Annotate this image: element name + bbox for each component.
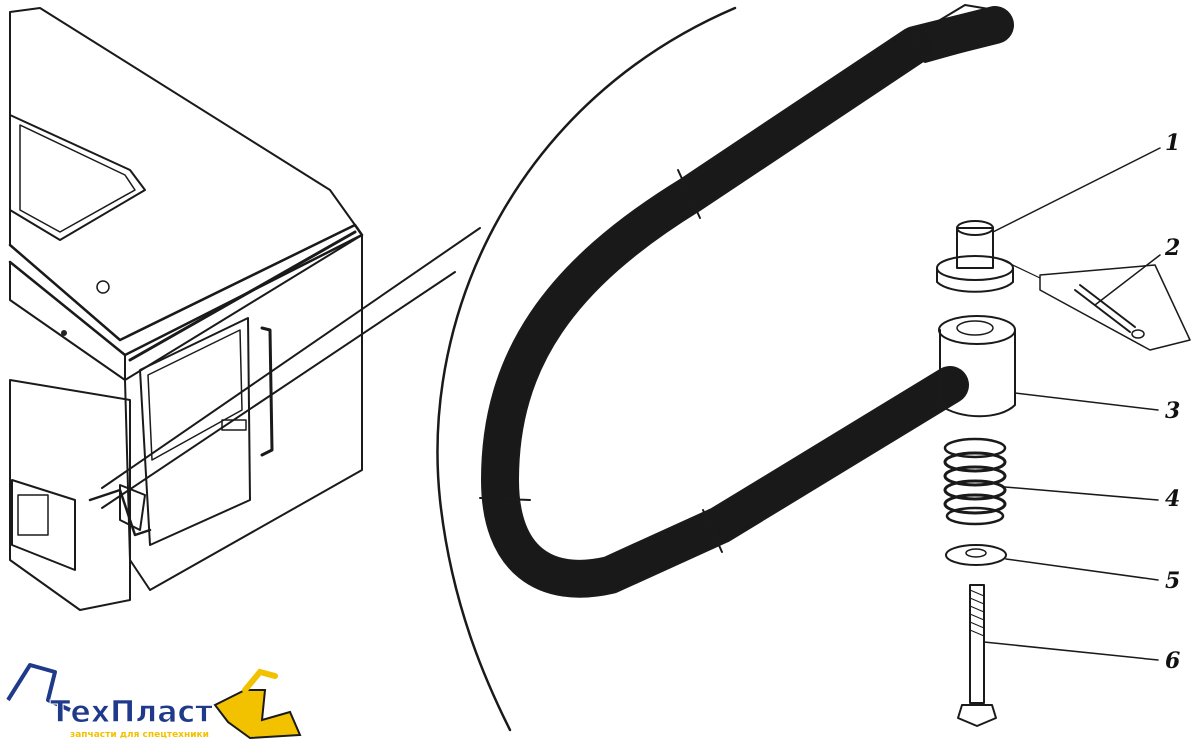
tractor-cab-drawing xyxy=(8,7,364,611)
part-threaded-bushing xyxy=(936,220,1014,293)
detail-leader-lines xyxy=(101,227,481,509)
brand-logo: ТехПласт запчасти для спецтехники xyxy=(6,663,302,740)
callout-5: 5 xyxy=(1165,568,1180,594)
callout-6: 6 xyxy=(1165,648,1180,674)
part-spring xyxy=(943,437,1007,526)
detail-view-circle xyxy=(436,6,737,732)
excavator-arm-icon xyxy=(6,663,71,712)
callout-1: 1 xyxy=(1165,130,1180,156)
part-washer xyxy=(945,544,1007,566)
callout-leaders xyxy=(983,147,1161,661)
brand-tagline: запчасти для спецтехники xyxy=(70,730,209,740)
callout-3: 3 xyxy=(1165,398,1180,424)
callout-4: 4 xyxy=(1165,486,1180,512)
brand-name-part1: Тех xyxy=(50,695,110,730)
handrail-tube xyxy=(479,4,1016,598)
backhoe-bucket-icon xyxy=(213,689,302,740)
part-bolt xyxy=(957,584,997,727)
callout-2: 2 xyxy=(1164,235,1180,261)
part-cotter-pin xyxy=(997,257,1191,351)
svg-text:ТехПласт: ТехПласт xyxy=(50,695,213,730)
brand-name-part2: Пласт xyxy=(110,695,213,730)
